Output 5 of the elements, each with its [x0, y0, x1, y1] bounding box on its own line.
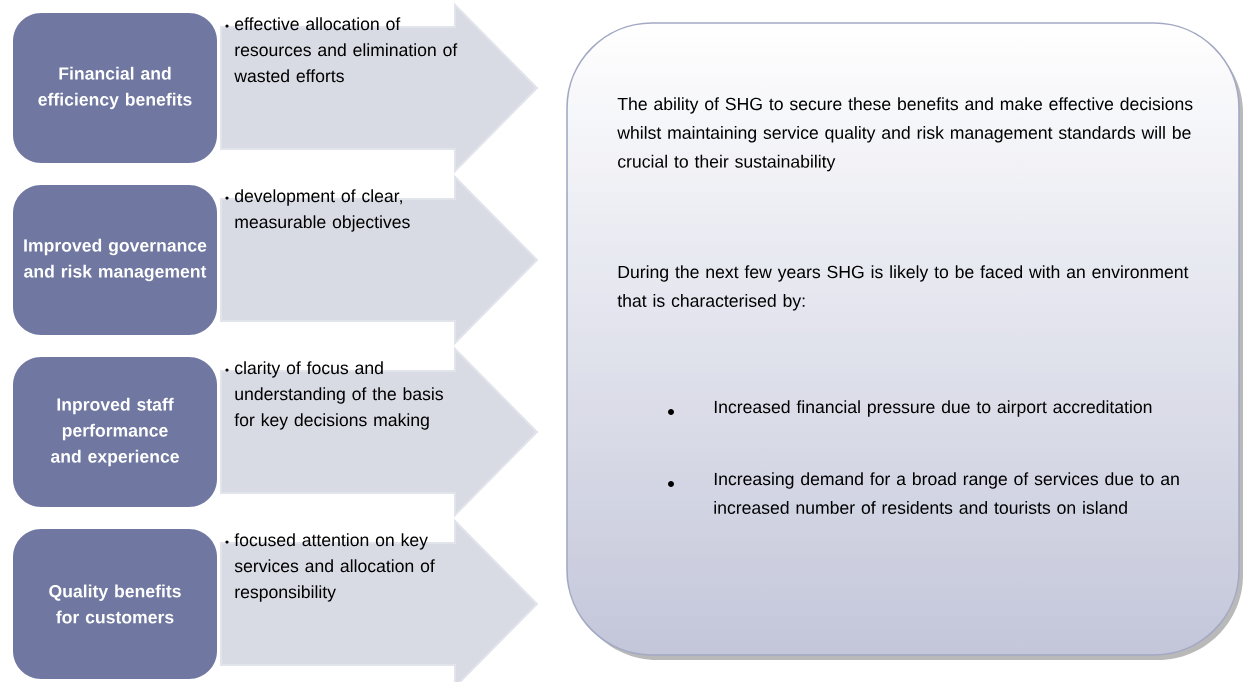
category-box: Inproved staff performance and experience	[13, 357, 217, 507]
summary-panel: The ability of SHG to secure these benefits and make effective decisions whilst maintaining service quality and risk management standards will be crucial to their sustainability During the next few years SHG is likely to be faced with an environment that is characterised by: Increased financial pressure due to airport accreditation Increasing demand for a broad range of services due to an increased number of residents and tourists on island	[566, 22, 1243, 660]
category-box: Quality benefits for customers	[13, 529, 217, 679]
category-box: Financial and efficiency benefits	[13, 13, 217, 163]
category-box: Improved governance and risk management	[13, 185, 217, 335]
